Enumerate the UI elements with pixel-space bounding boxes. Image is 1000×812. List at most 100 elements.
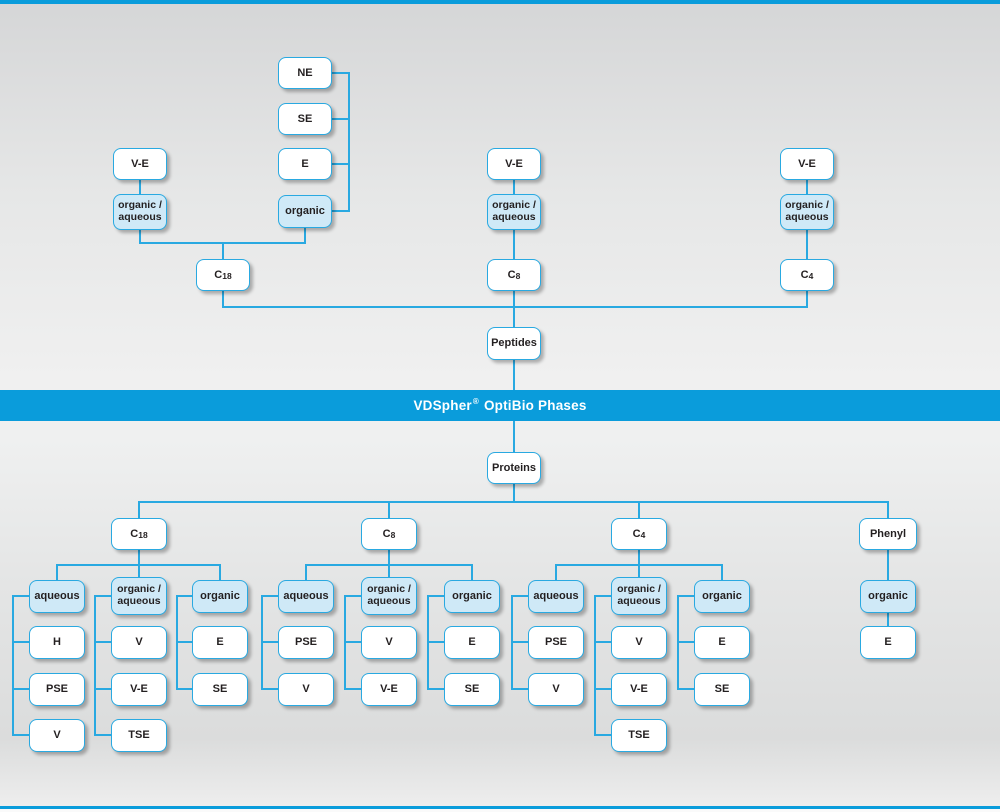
connector bbox=[513, 360, 515, 390]
node-v: V bbox=[111, 626, 167, 659]
node-se: SE bbox=[278, 103, 332, 135]
connector bbox=[176, 641, 194, 643]
connector bbox=[222, 291, 224, 307]
node-v: V bbox=[278, 673, 334, 706]
node-aqueous: aqueous bbox=[29, 580, 85, 613]
node-pse: PSE bbox=[29, 673, 85, 706]
node-tse: TSE bbox=[111, 719, 167, 752]
connector bbox=[388, 564, 390, 577]
connector bbox=[12, 734, 30, 736]
connector bbox=[513, 291, 515, 327]
connector bbox=[388, 550, 390, 565]
connector bbox=[261, 641, 279, 643]
connector bbox=[222, 306, 808, 308]
connector bbox=[638, 550, 640, 565]
connector bbox=[638, 564, 640, 577]
node-organic: organic bbox=[694, 580, 750, 613]
node-e: E bbox=[694, 626, 750, 659]
connector bbox=[806, 180, 808, 194]
connector bbox=[513, 421, 515, 452]
node-organic: organic bbox=[278, 195, 332, 228]
connector bbox=[12, 595, 30, 597]
node-e: E bbox=[860, 626, 916, 659]
node-v: V bbox=[611, 626, 667, 659]
node-aqueous: aqueous bbox=[278, 580, 334, 613]
connector bbox=[677, 641, 695, 643]
connector bbox=[511, 641, 529, 643]
connector bbox=[513, 484, 515, 502]
node-h: H bbox=[29, 626, 85, 659]
connector bbox=[638, 501, 640, 518]
node-organic-aqueous: organic /aqueous bbox=[487, 194, 541, 230]
connector bbox=[721, 564, 723, 580]
connector bbox=[555, 564, 557, 580]
connector bbox=[427, 595, 445, 597]
connector bbox=[261, 595, 279, 597]
connector bbox=[594, 688, 612, 690]
connector bbox=[594, 595, 612, 597]
connector bbox=[887, 613, 889, 626]
node-organic: organic bbox=[444, 580, 500, 613]
connector bbox=[138, 550, 140, 565]
connector bbox=[12, 641, 30, 643]
node-tse: TSE bbox=[611, 719, 667, 752]
node-e: E bbox=[278, 148, 332, 180]
connector bbox=[94, 734, 112, 736]
node-e: E bbox=[192, 626, 248, 659]
connector bbox=[887, 501, 889, 518]
connector bbox=[94, 641, 112, 643]
node-aqueous: aqueous bbox=[528, 580, 584, 613]
node-organic-aqueous: organic /aqueous bbox=[113, 194, 167, 230]
connector bbox=[344, 641, 362, 643]
node-ve: V-E bbox=[611, 673, 667, 706]
node-organic: organic bbox=[860, 580, 916, 613]
connector bbox=[94, 688, 112, 690]
connector bbox=[344, 688, 362, 690]
connector bbox=[594, 595, 596, 736]
bottom-accent-bar bbox=[0, 806, 1000, 809]
node-proteins: Proteins bbox=[487, 452, 541, 484]
connector bbox=[138, 501, 889, 503]
node-se: SE bbox=[192, 673, 248, 706]
connector bbox=[138, 501, 140, 518]
connector bbox=[348, 72, 350, 212]
connector bbox=[330, 72, 350, 74]
connector bbox=[94, 595, 96, 736]
connector bbox=[806, 230, 808, 259]
connector bbox=[219, 564, 221, 580]
node-pse: PSE bbox=[278, 626, 334, 659]
connector bbox=[594, 734, 612, 736]
connector bbox=[261, 688, 279, 690]
node-ve: V-E bbox=[487, 148, 541, 180]
connector bbox=[511, 595, 529, 597]
node-organic-aqueous: organic /aqueous bbox=[780, 194, 834, 230]
connector bbox=[222, 244, 224, 259]
connector bbox=[176, 595, 194, 597]
connector bbox=[427, 641, 445, 643]
connector bbox=[677, 688, 695, 690]
node-organic-aqueous: organic /aqueous bbox=[111, 577, 167, 615]
connector bbox=[427, 688, 445, 690]
node-pse: PSE bbox=[528, 626, 584, 659]
node-ve: V-E bbox=[113, 148, 167, 180]
node-se: SE bbox=[444, 673, 500, 706]
node-v: V bbox=[528, 673, 584, 706]
connector bbox=[139, 230, 141, 244]
connector bbox=[513, 180, 515, 194]
node-phenyl: Phenyl bbox=[859, 518, 917, 550]
footer-background bbox=[0, 809, 1000, 812]
node-ne: NE bbox=[278, 57, 332, 89]
connector bbox=[12, 595, 14, 736]
node-ve: V-E bbox=[780, 148, 834, 180]
connector bbox=[176, 688, 194, 690]
registered-mark: ® bbox=[472, 397, 479, 406]
banner-title: VDSpher®OptiBio Phases bbox=[0, 390, 1000, 421]
connector bbox=[594, 641, 612, 643]
connector bbox=[511, 688, 529, 690]
connector bbox=[806, 291, 808, 307]
